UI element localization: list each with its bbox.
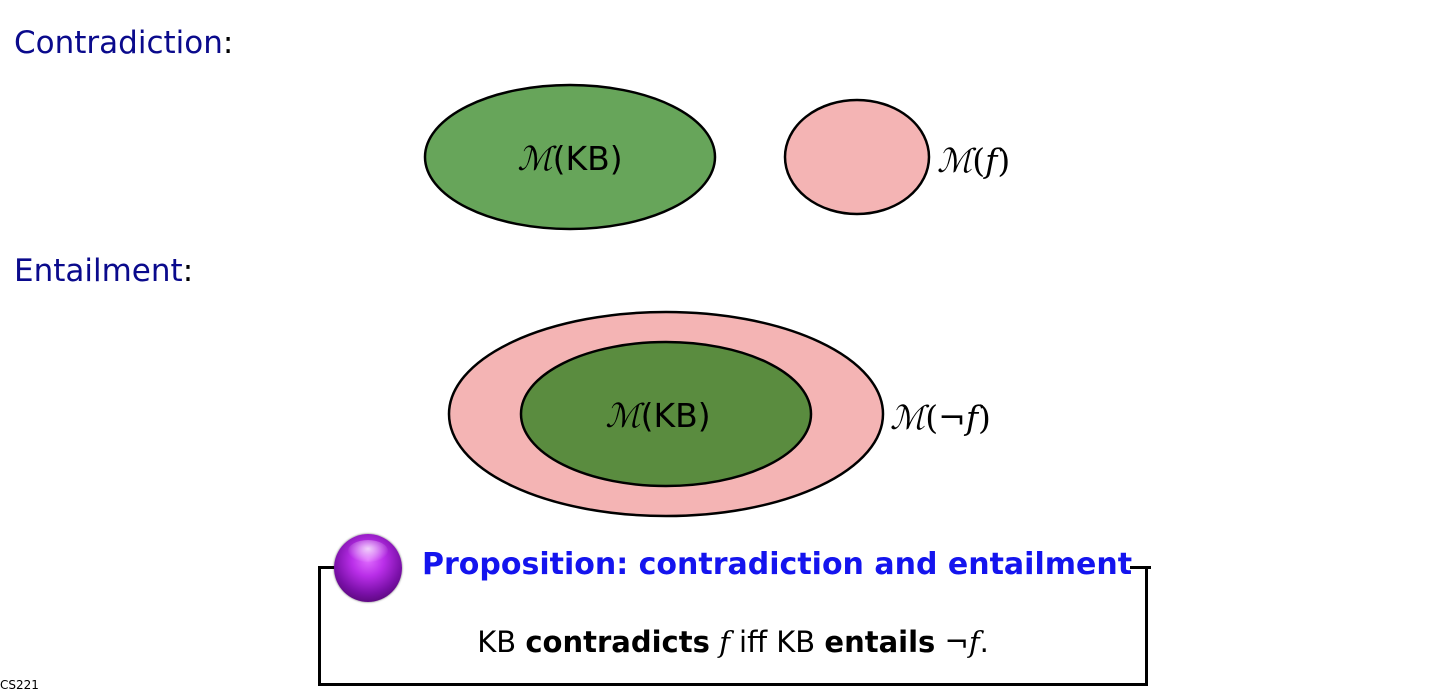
kb-models-label-inner: ℳ(KB) (605, 396, 710, 435)
proposition-box (318, 566, 1148, 686)
contradiction-diagram: ℳ(KB) ℳ(f) (0, 80, 1436, 235)
entailment-diagram-svg: ℳ(KB) ℳ(¬f) (447, 310, 991, 518)
contradiction-heading: Contradiction: (14, 28, 233, 59)
statement-iff-kb: iff KB (739, 625, 816, 659)
statement-f-negated: f (968, 625, 980, 659)
proposition-ball-icon (334, 534, 402, 602)
proposition-statement: KB contradicts f iff KB entails ¬f. (318, 628, 1148, 657)
kb-models-ellipse (423, 83, 717, 231)
entailment-heading-text: Entailment (14, 253, 183, 289)
proposition-box-top-right-edge (1130, 566, 1151, 569)
contradiction-diagram-svg: ℳ(KB) ℳ(f) (423, 83, 1010, 231)
statement-contradicts: contradicts (525, 625, 710, 659)
kb-models-label: ℳ(KB) (517, 139, 622, 178)
statement-entails: entails (824, 625, 936, 659)
f-models-label: ℳ(f) (937, 141, 1010, 180)
statement-period: . (979, 625, 989, 659)
f-models-ellipse (783, 98, 931, 216)
proposition-title: Proposition: contradiction and entailmen… (422, 547, 1133, 582)
entailment-heading: Entailment: (14, 256, 193, 287)
proposition-box-top-left-edge (318, 566, 336, 569)
entailment-diagram: ℳ(KB) ℳ(¬f) (0, 310, 1436, 520)
contradiction-heading-colon: : (222, 25, 234, 61)
kb-models-ellipse-inner (519, 340, 813, 488)
statement-f: f (719, 625, 730, 659)
not-f-models-label: ℳ(¬f) (890, 398, 991, 437)
statement-kb: KB (477, 625, 517, 659)
contradiction-heading-text: Contradiction (14, 25, 223, 61)
entailment-heading-colon: : (182, 253, 194, 289)
statement-negation: ¬ (944, 625, 969, 659)
course-footer: CS221 (0, 678, 39, 692)
